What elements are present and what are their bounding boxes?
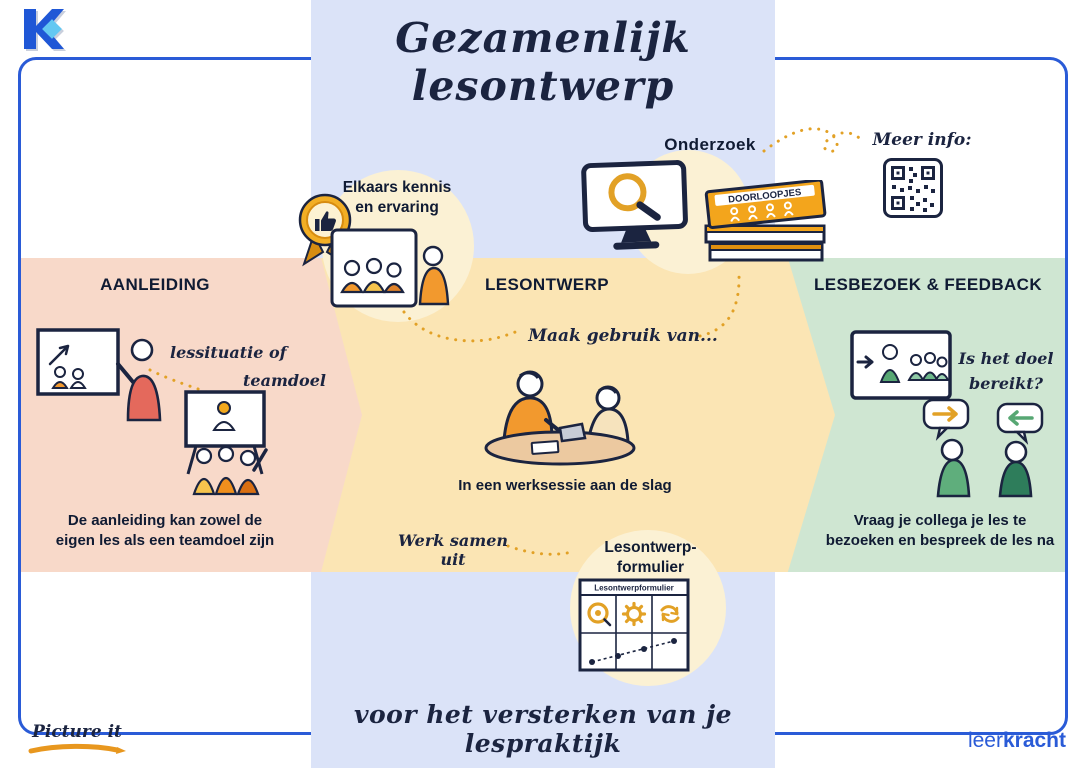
- picture-it-logo-text: Picture it: [32, 722, 122, 742]
- gear-icon: [621, 601, 647, 627]
- lesontwerp-caption: In een werksessie aan de slag: [458, 477, 672, 494]
- form-label: Lesontwerp- formulier: [588, 538, 713, 578]
- form-title: Lesontwerpformulier: [594, 584, 674, 593]
- aanleiding-heading: AANLEIDING: [100, 275, 210, 294]
- speech-bubble-right: [996, 402, 1044, 445]
- meer-info-label: Meer info:: [872, 130, 972, 150]
- books-stack-icon: DOORLOOPJES: [704, 180, 827, 262]
- lesbezoek-caption: Vraag je collega je les te bezoeken en b…: [800, 511, 1080, 550]
- lesontwerp-note-top: Maak gebruik van...: [528, 326, 718, 346]
- page-title: Gezamenlijk lesontwerp: [395, 14, 691, 110]
- kennis-label-line1: Elkaars kennis: [342, 179, 452, 196]
- lesson-design-form-illustration: Lesontwerpformulier: [578, 578, 690, 672]
- lesbezoek-caption-line1: Vraag je collega je les te: [853, 512, 1027, 529]
- aanleiding-caption: De aanleiding kan zowel de eigen les als…: [28, 511, 302, 550]
- form-label-line1: Lesontwerp-: [604, 539, 697, 556]
- worksession-illustration: [460, 358, 660, 473]
- kennis-people-card: [330, 226, 454, 310]
- feedback-dialogue-illustration: [922, 398, 1044, 498]
- leerkracht-logo-kracht: kracht: [1002, 729, 1066, 752]
- qr-code: [883, 158, 943, 218]
- target-magnifier-icon: [587, 602, 612, 627]
- aanleiding-caption-line2: eigen les als een teamdoel zijn: [55, 531, 275, 549]
- footer-tagline: voor het versterken van je lespraktijk: [353, 700, 733, 758]
- leerkracht-logo: leerkracht: [950, 729, 1066, 753]
- worksession-table-illustration: [484, 370, 636, 466]
- lesbezoek-heading: LESBEZOEK & FEEDBACK: [813, 275, 1043, 294]
- form-label-line2: formulier: [616, 559, 685, 577]
- onderzoek-label: Onderzoek: [664, 135, 756, 154]
- doorloopjes-books: DOORLOOPJES: [694, 180, 836, 272]
- connector-werksamen-to-form: [506, 544, 574, 556]
- onderzoek-monitor: [580, 160, 692, 255]
- lesontwerpformulier: Lesontwerpformulier: [578, 578, 690, 672]
- lesontwerp-heading: LESONTWERP: [485, 275, 609, 294]
- kennis-label-line2: en ervaring: [355, 199, 439, 217]
- lesbezoek-screen: [850, 330, 954, 414]
- connector-board-to-flipchart: [148, 368, 256, 424]
- picture-it-logo: Picture it: [22, 722, 132, 756]
- research-monitor-icon: [581, 160, 688, 250]
- kennis-label: Elkaars kennis en ervaring: [322, 178, 472, 218]
- lesbezoek-note: Is het doel bereikt?: [950, 349, 1062, 393]
- lesson-visit-screen-illustration: [850, 330, 952, 400]
- lesbezoek-note-line1: Is het doel: [958, 349, 1054, 368]
- aanleiding-note-1: lessituatie of: [170, 343, 287, 362]
- team-knowledge-illustration: [330, 228, 450, 308]
- speech-bubble-left: [922, 398, 970, 441]
- progress-line-chart-icon: [589, 638, 677, 665]
- connector-kennis-to-maak: [402, 310, 520, 343]
- flipchart-team-illustration: [184, 390, 268, 496]
- aanleiding-caption-line1: De aanleiding kan zowel de: [67, 512, 263, 529]
- lesontwerp-note-bottom: Werk samen uit: [397, 531, 509, 569]
- connector-maak-to-books: [698, 272, 741, 338]
- aanleiding-flipchart: [166, 390, 288, 498]
- qr-code-icon: [883, 158, 943, 218]
- aanleiding-whiteboard: [36, 324, 166, 426]
- lesson-board-illustration: [36, 328, 162, 422]
- leerkracht-logo-leer: leer: [967, 729, 1003, 752]
- leerkracht-k-logo: [20, 6, 66, 52]
- aanleiding-note-2: teamdoel: [243, 371, 326, 390]
- connector-onderzoek-to-meerinfo: [762, 127, 862, 153]
- feedback-conversation: [920, 398, 1048, 498]
- cycle-arrows-icon: [660, 605, 680, 623]
- lesbezoek-caption-line2: bezoeken en bespreek de les na: [825, 531, 1055, 549]
- lesbezoek-note-line2: bereikt?: [969, 374, 1043, 393]
- pencil-swoosh-icon: [28, 743, 126, 754]
